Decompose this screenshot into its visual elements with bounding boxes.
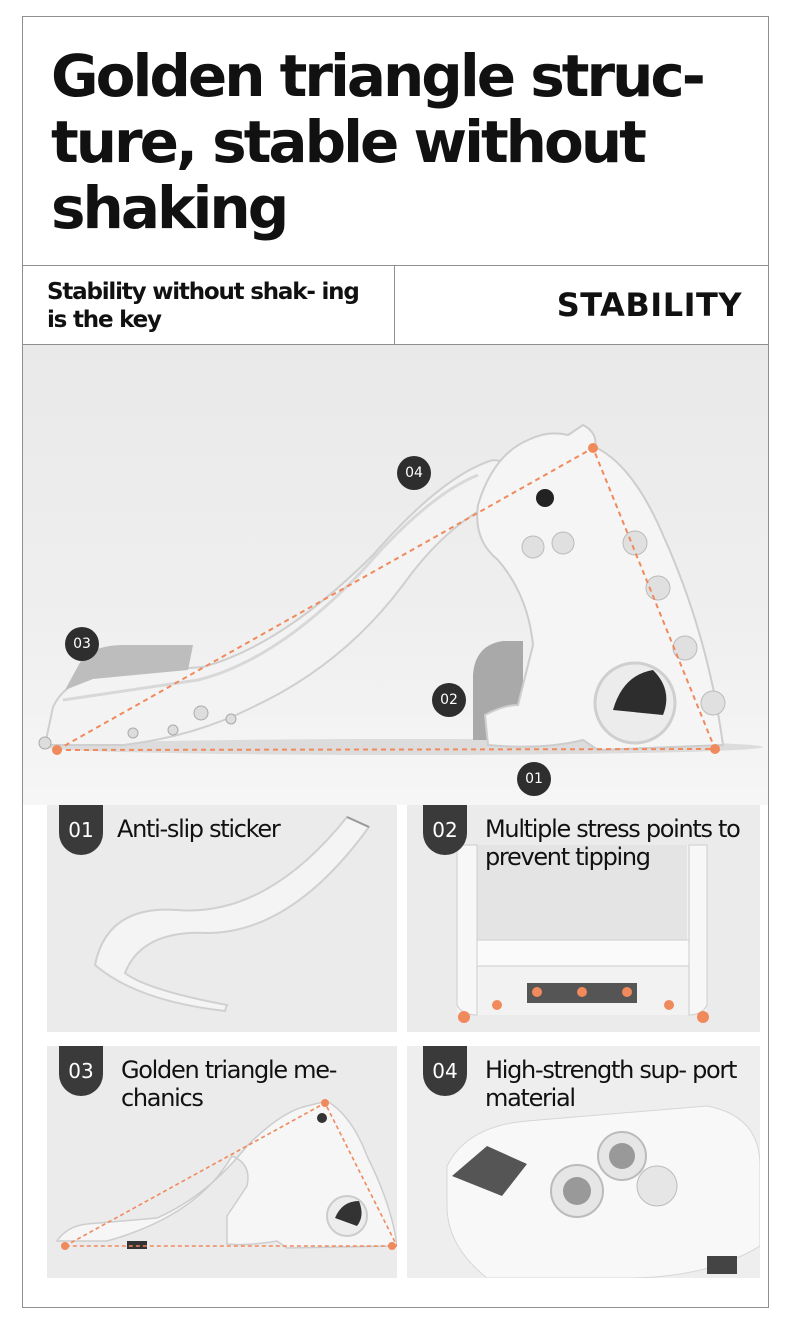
marker-02: 02 [432,683,466,717]
stress-points-image [456,844,709,1023]
panel-number-01: 01 [59,805,103,855]
panel-number-04: 04 [423,1046,467,1096]
slide-illustration [38,423,763,755]
panel-label-03: Golden triangle me- chanics [121,1056,337,1112]
marker-01: 01 [517,762,551,796]
panel-label-02: Multiple stress points to prevent tippin… [485,815,741,871]
panel-number-02: 02 [423,805,467,855]
hero-product-image: 04 03 02 01 [23,345,768,805]
subtitle-divider [394,266,395,344]
support-material-image [407,1046,760,1278]
subtitle-right: STABILITY [556,286,742,324]
triangle-mechanics-image [55,1099,397,1250]
panel-label-01: Anti-slip sticker [117,815,281,843]
panel-number-03: 03 [59,1046,103,1096]
subtitle-left: Stability without shak- ing is the key [47,279,360,333]
title-section: Golden triangle struc- ture, stable with… [23,17,768,266]
panel-label-04: High-strength sup- port material [485,1056,737,1112]
anti-slip-sticker-image [93,815,371,1013]
marker-03: 03 [65,627,99,661]
page-title: Golden triangle struc- ture, stable with… [51,42,706,242]
feature-panel-02: 02 Multiple stress points to prevent tip… [407,805,760,1032]
marker-04: 04 [397,456,431,490]
feature-panel-04: 04 High-strength sup- port material [407,1046,760,1278]
subtitle-row: Stability without shak- ing is the key S… [23,266,768,345]
feature-panel-03: 03 Golden triangle me- chanics [47,1046,397,1278]
feature-panel-01: 01 Anti-slip sticker [47,805,397,1032]
page-frame: Golden triangle struc- ture, stable with… [22,16,769,1308]
